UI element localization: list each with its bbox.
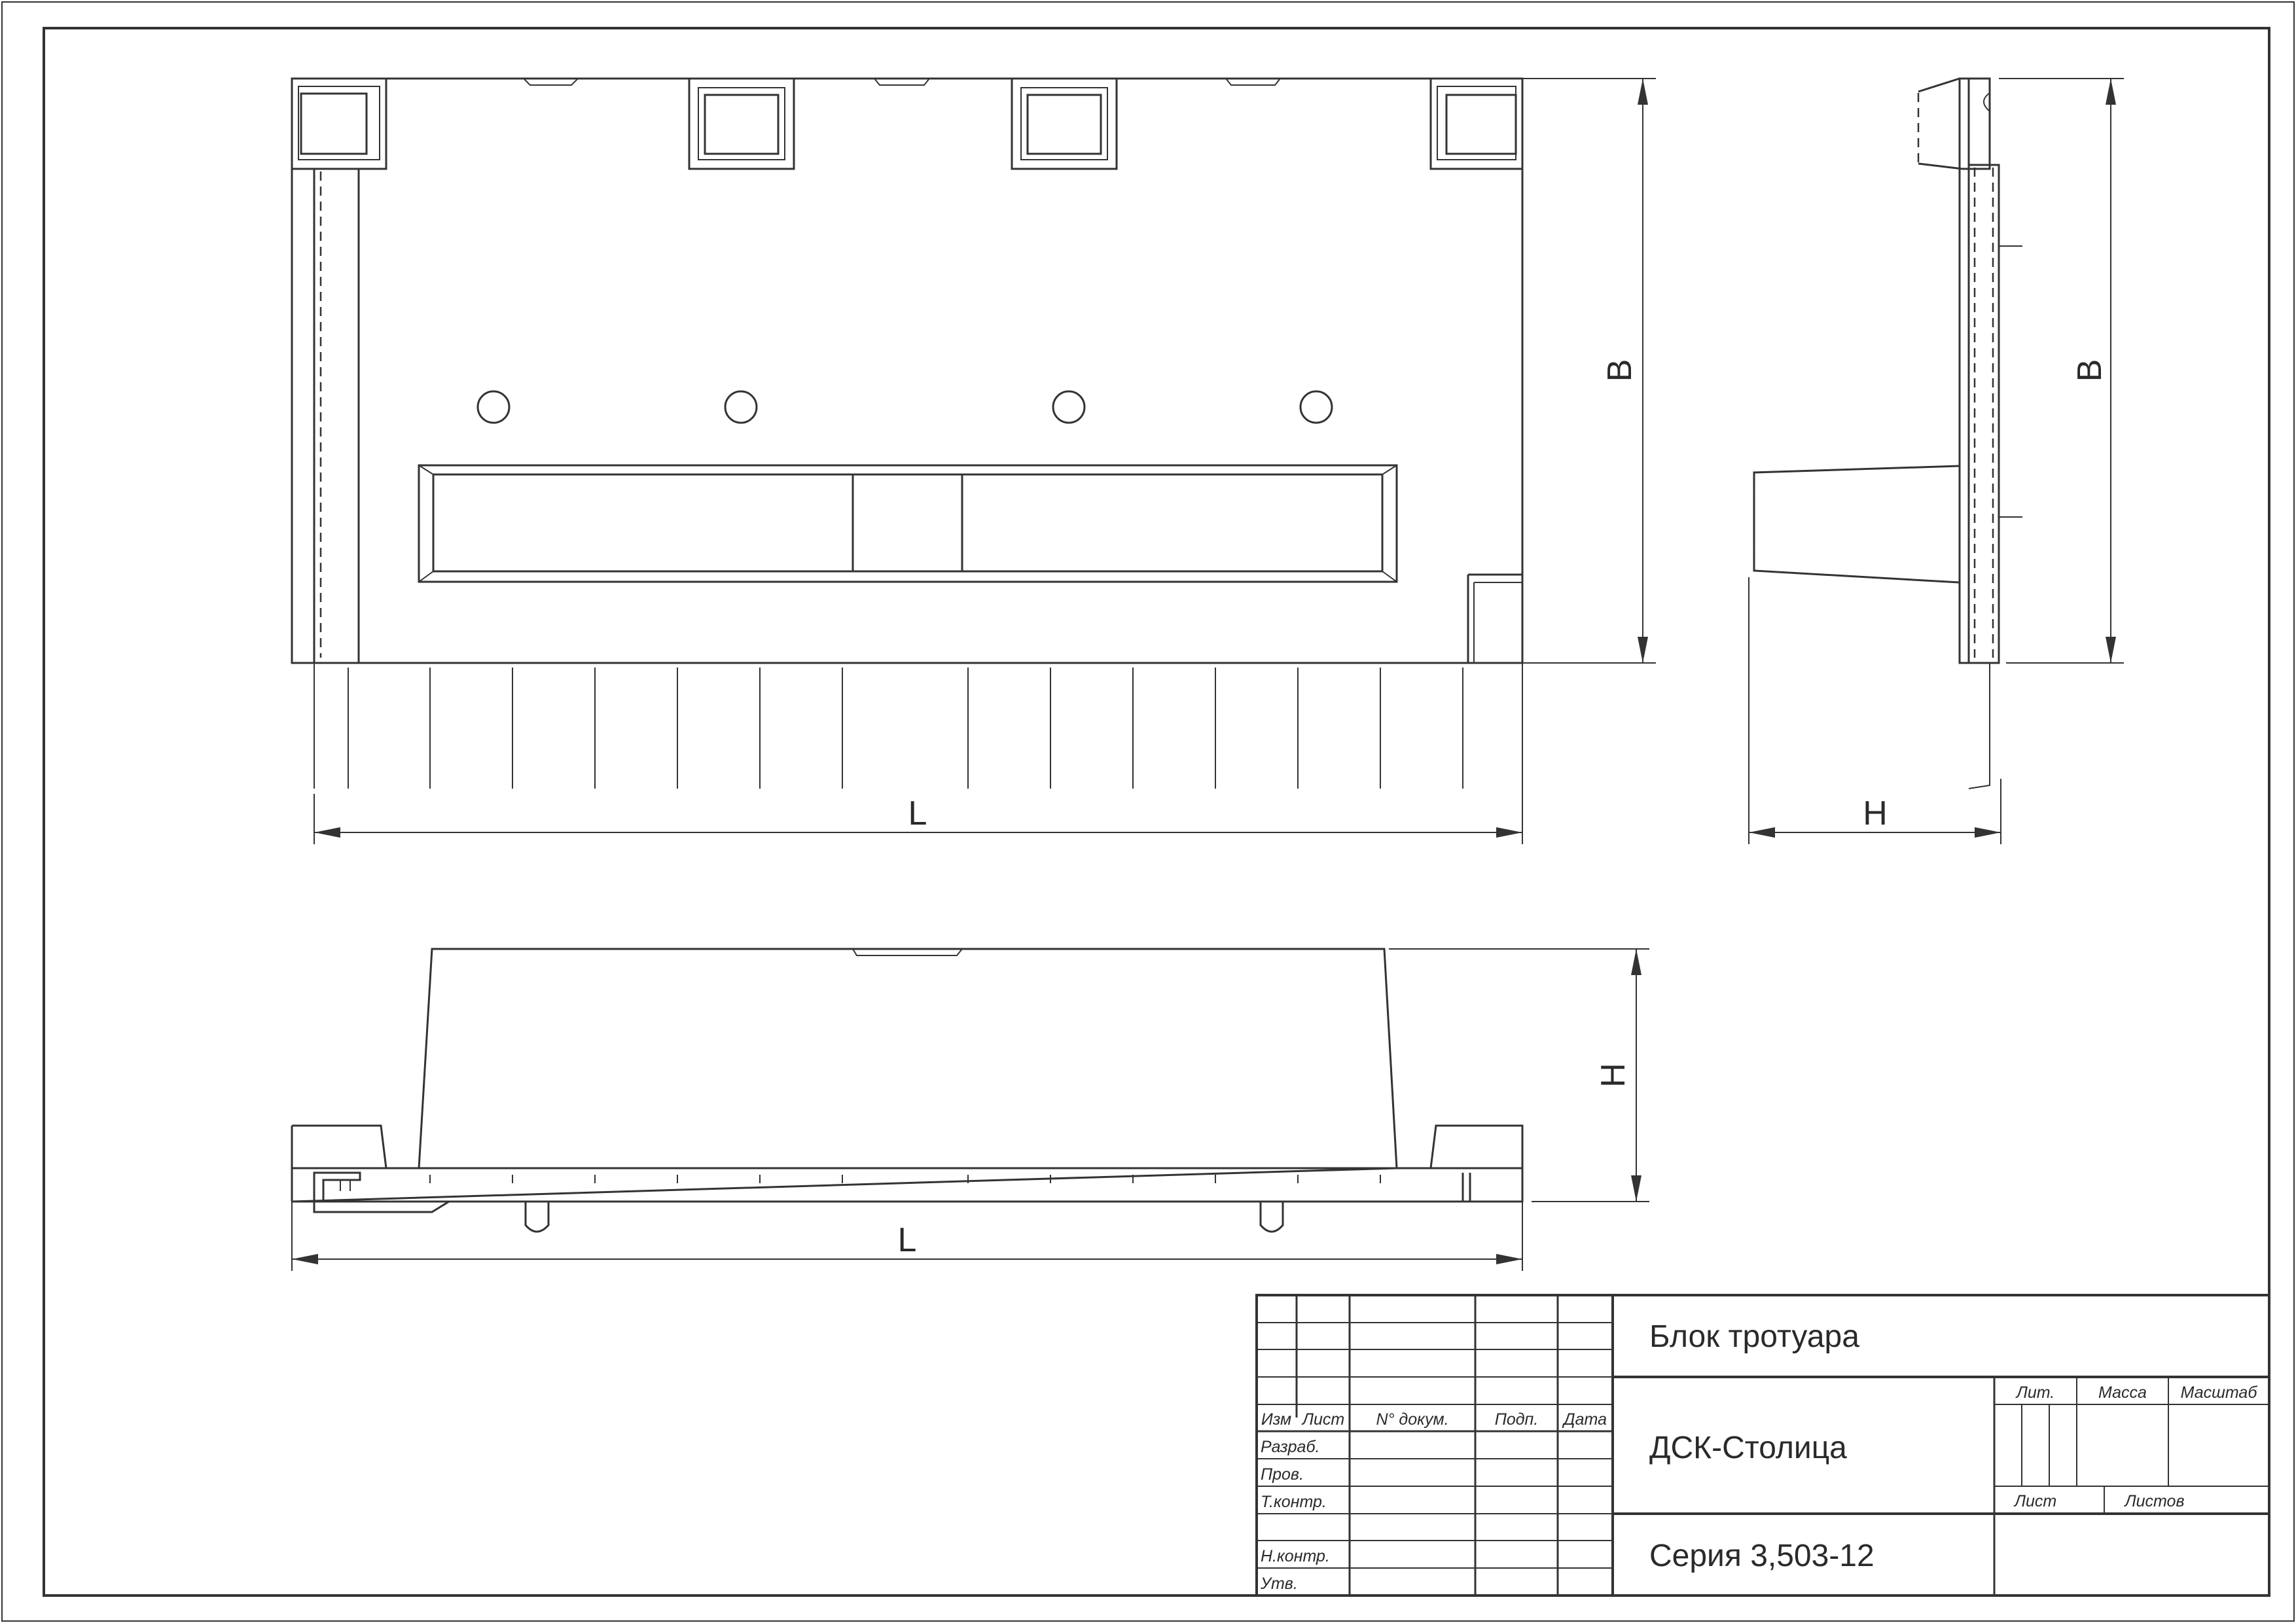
tb-col-sign: Подп. xyxy=(1495,1410,1539,1429)
tb-lit: Лит. xyxy=(2015,1383,2055,1402)
title-block: Изм Лист N° докум. Подп. Дата Разраб. Пр… xyxy=(1255,1294,2270,1597)
hole-1 xyxy=(476,390,511,424)
tb-role-checked: Пров. xyxy=(1261,1465,1304,1484)
dimension-B-plan: B xyxy=(1479,78,1656,664)
lug-right xyxy=(1259,1202,1284,1233)
tb-scale: Масштаб xyxy=(2181,1383,2258,1402)
pocket-top-left xyxy=(291,77,387,170)
tb-sheets: Листов xyxy=(2123,1492,2184,1510)
hole-4 xyxy=(1299,390,1333,424)
dimension-B-side: B xyxy=(1999,78,2124,664)
dimension-H-side: H xyxy=(1748,577,2001,844)
plan-view: L B xyxy=(291,77,1656,844)
tb-role-norm-control: Н.контр. xyxy=(1261,1547,1330,1565)
tb-organization: ДСК-Столица xyxy=(1649,1431,1847,1465)
recess-long xyxy=(418,464,1398,583)
side-view: B H xyxy=(1748,77,2124,844)
tb-role-tech-control: Т.контр. xyxy=(1261,1493,1327,1511)
dimension-L-front: L xyxy=(291,1202,1523,1271)
tb-col-izm: Изм xyxy=(1261,1410,1291,1429)
dimension-label-L-front: L xyxy=(898,1221,917,1259)
hole-2 xyxy=(724,390,758,424)
tb-series: Серия 3,503-12 xyxy=(1649,1539,1874,1573)
drawing-frame xyxy=(43,27,2270,1597)
lug-left xyxy=(524,1202,550,1233)
tb-col-doc: N° докум. xyxy=(1376,1410,1448,1429)
pocket-top-right xyxy=(1429,77,1524,170)
tb-sheet: Лист xyxy=(2013,1492,2056,1510)
slab-ticks xyxy=(429,1175,1381,1183)
dimension-label-H-side: H xyxy=(1863,794,1888,832)
tb-col-list: Лист xyxy=(1301,1410,1344,1429)
tb-role-developed: Разраб. xyxy=(1261,1438,1319,1456)
dimension-H-front: H xyxy=(1389,948,1649,1202)
tb-role-approved: Утв. xyxy=(1260,1575,1298,1593)
dimension-label-B-plan: B xyxy=(1601,359,1639,382)
rebar-lines xyxy=(314,663,1463,789)
hole-3 xyxy=(1052,390,1086,424)
front-view: H L xyxy=(291,948,1649,1271)
dimension-label-B-side: B xyxy=(2071,359,2109,382)
pocket-top-2 xyxy=(688,77,795,170)
dimension-L-plan: L xyxy=(314,663,1523,844)
tb-title: Блок тротуара xyxy=(1649,1319,1859,1354)
dimension-label-L: L xyxy=(908,794,927,832)
dimension-label-H-front: H xyxy=(1594,1063,1632,1088)
tb-col-date: Дата xyxy=(1562,1410,1607,1429)
pocket-top-3 xyxy=(1011,77,1118,170)
tb-mass: Масса xyxy=(2098,1383,2147,1402)
